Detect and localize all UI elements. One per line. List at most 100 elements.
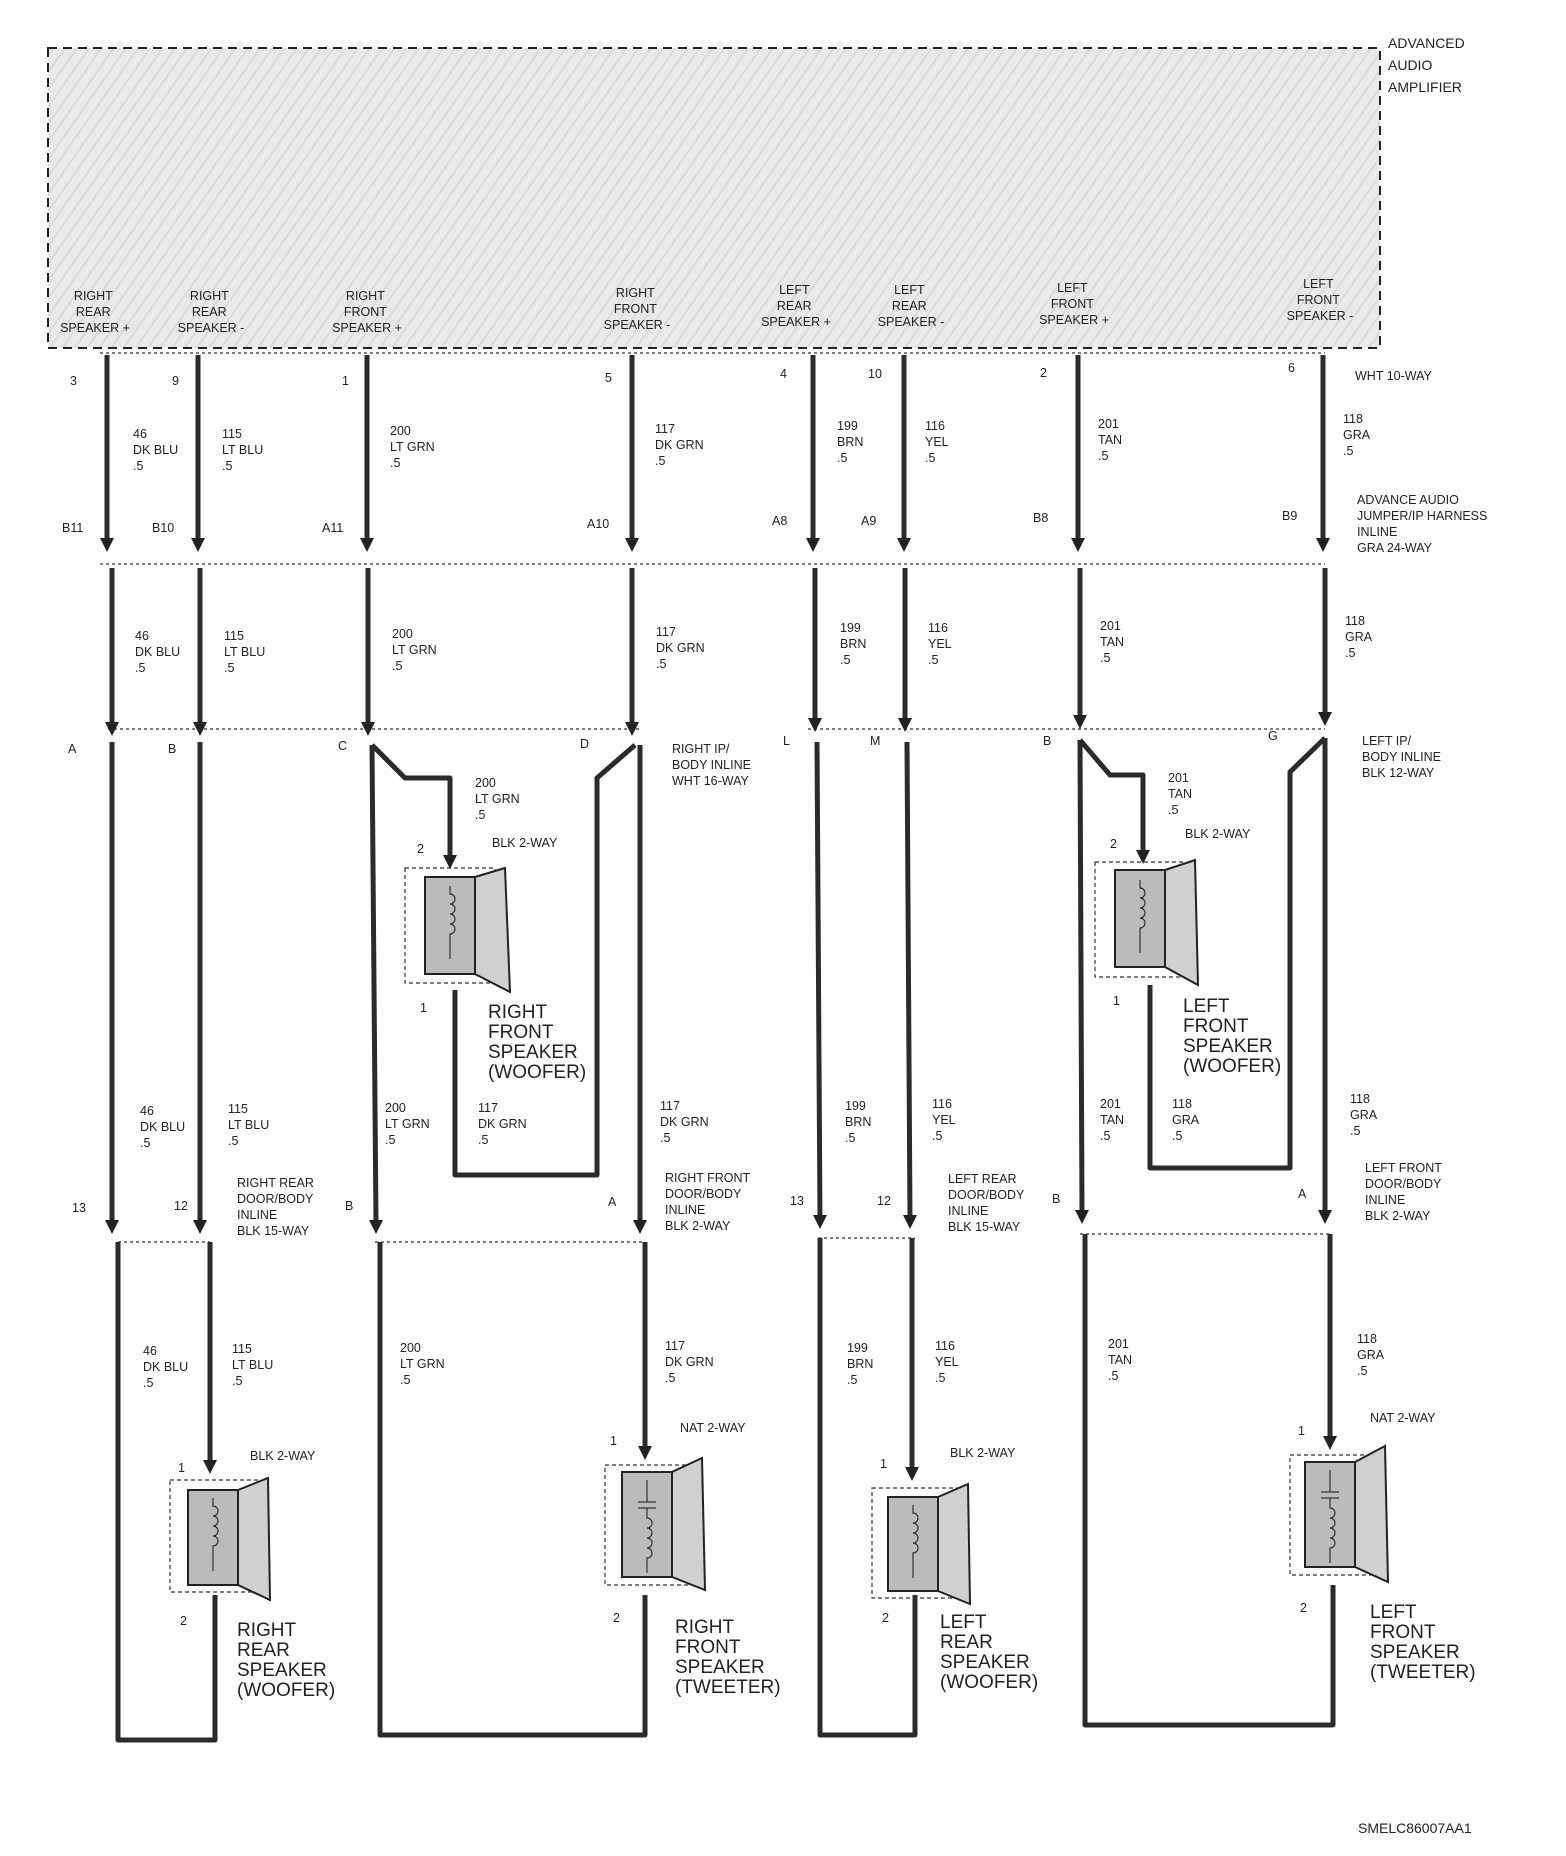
speaker-lf-tweeter [1289, 1444, 1390, 1584]
speaker-pin-label: 2 [417, 842, 424, 856]
speaker-name-rr-woofer: RIGHT REAR SPEAKER (WOOFER) [237, 1620, 335, 1701]
pin-label: A9 [861, 514, 876, 528]
ip-arrowheads [105, 712, 1332, 736]
pin-label: M [870, 734, 880, 748]
pin-label: 4 [780, 367, 787, 381]
door-connector-labels: 13 12 RIGHT REAR DOOR/BODY INLINE BLK 15… [72, 1161, 1442, 1238]
coil-icon [912, 1505, 919, 1578]
pin-label: A [608, 1195, 617, 1209]
amplifier-title: ADVANCED AUDIO AMPLIFIER [1388, 35, 1469, 95]
speaker-pin-label: 1 [178, 1461, 185, 1475]
terminal-label-rr-plus: RIGHT REAR SPEAKER + [60, 289, 130, 335]
speaker-name-rf-woofer: RIGHT FRONT SPEAKER (WOOFER) [488, 1002, 586, 1083]
speaker-cone [237, 1476, 272, 1602]
speaker-cone [937, 1482, 972, 1606]
pin-label: B10 [152, 521, 174, 535]
wire-118-from-lf-woofer [1147, 736, 1327, 1171]
wires [104, 355, 1336, 1743]
wire-116-lower [904, 741, 913, 1221]
door-arrowheads [105, 1210, 1332, 1234]
speaker-pin-label: 1 [610, 1434, 617, 1448]
speaker-rr-woofer [169, 1476, 272, 1602]
speaker-name-lr-woofer: LEFT REAR SPEAKER (WOOFER) [940, 1612, 1038, 1693]
speaker-arrowheads [203, 850, 1337, 1481]
speaker-cone [1354, 1444, 1390, 1584]
wire-rr-loop [115, 1242, 218, 1743]
pin-label: G [1268, 729, 1278, 743]
wire-lr-loop [817, 1238, 918, 1738]
terminal-label-lr-plus: LEFT REAR SPEAKER + [761, 283, 831, 329]
amp-pin-labels: 3 9 1 5 4 10 2 6 WHT 10-WAY [70, 361, 1433, 388]
coil-icon [449, 886, 456, 959]
pin-label: A [1298, 1187, 1307, 1201]
speaker-rf-tweeter [604, 1456, 707, 1592]
pin-label: 13 [72, 1201, 86, 1215]
left-ip-connector-label: LEFT IP/ BODY INLINE BLK 12-WAY [1362, 734, 1444, 780]
speaker-cone [1164, 858, 1200, 987]
speaker-connector-label: BLK 2-WAY [950, 1446, 1016, 1460]
speaker-connector-label: BLK 2-WAY [492, 836, 558, 850]
wire-117-from-rf-woofer [452, 743, 637, 1178]
pin-label: 9 [172, 374, 179, 388]
speaker-cone [474, 866, 512, 994]
pin-label: A [68, 742, 77, 756]
jumper-connector-label: ADVANCE AUDIO JUMPER/IP HARNESS INLINE G… [1357, 493, 1491, 555]
pin-label: B [168, 742, 176, 756]
jumper-pin-labels: B11 B10 A11 A10 A8 A9 B8 B9 ADVANCE AUDI… [62, 493, 1491, 555]
pin-label: C [338, 739, 347, 753]
pin-label: B9 [1282, 509, 1297, 523]
speaker-connector-label: NAT 2-WAY [1370, 1411, 1436, 1425]
pin-label: 1 [342, 374, 349, 388]
coil-capacitor-icon [1321, 1470, 1339, 1563]
speaker-lf-woofer [1094, 858, 1200, 987]
pin-label: 12 [877, 1194, 891, 1208]
wire-199-lower [814, 741, 823, 1221]
speaker-pin-label: 1 [1113, 994, 1120, 1008]
speaker-lr-woofer [871, 1482, 972, 1606]
advanced-audio-amplifier: ADVANCED AUDIO AMPLIFIER [47, 35, 1469, 349]
wire-200-to-rf-woofer [370, 743, 453, 860]
coil-icon [212, 1498, 219, 1571]
right-ip-connector-label: RIGHT IP/ BODY INLINE WHT 16-WAY [672, 742, 754, 788]
pin-label: 10 [868, 367, 882, 381]
pin-label: 5 [605, 371, 612, 385]
amp-connector-label: WHT 10-WAY [1355, 369, 1433, 383]
pin-label: A10 [587, 517, 609, 531]
speaker-names: RIGHT FRONT SPEAKER (WOOFER) LEFT FRONT … [237, 996, 1476, 1701]
speaker-name-lf-woofer: LEFT FRONT SPEAKER (WOOFER) [1183, 996, 1281, 1077]
pin-label: 6 [1288, 361, 1295, 375]
speaker-pin-label: 1 [420, 1001, 427, 1015]
figure-id: SMELC86007AA1 [1358, 1820, 1472, 1836]
speaker-connector-label: BLK 2-WAY [250, 1449, 316, 1463]
wire-201-lower [1077, 739, 1085, 1216]
pin-label: 2 [1040, 366, 1047, 380]
pin-label: L [783, 734, 790, 748]
coil-capacitor-icon [638, 1480, 656, 1573]
pin-label: A11 [322, 521, 343, 535]
terminal-label-lf-plus: LEFT FRONT SPEAKER + [1039, 281, 1109, 327]
speaker-name-rf-tweeter: RIGHT FRONT SPEAKER (TWEETER) [675, 1617, 781, 1698]
